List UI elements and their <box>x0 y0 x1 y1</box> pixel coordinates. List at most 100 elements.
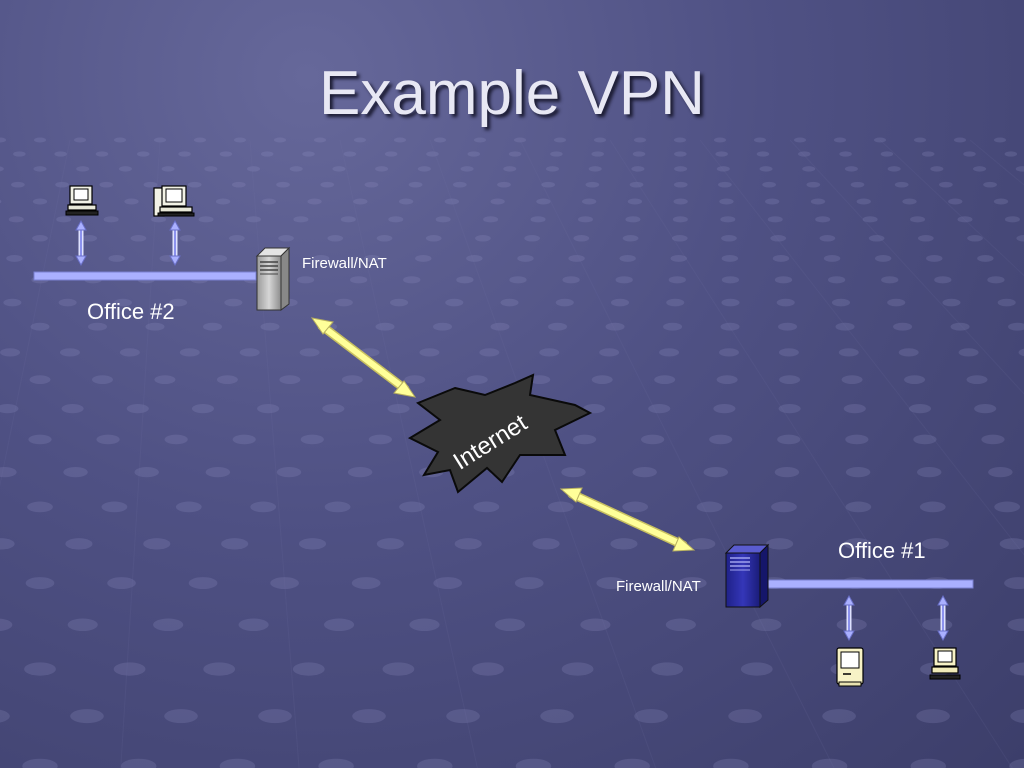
background-dot <box>0 348 21 357</box>
background-dot <box>530 216 546 223</box>
background-dot <box>674 137 686 143</box>
background-dot <box>740 662 773 676</box>
background-dot <box>562 276 580 284</box>
background-dot <box>179 348 200 357</box>
background-dot <box>55 181 69 188</box>
background-dot <box>3 298 22 307</box>
background-dot <box>823 254 841 262</box>
background-dot <box>169 298 188 307</box>
background-dot <box>777 434 801 445</box>
background-dot <box>718 348 739 357</box>
background-dot <box>778 322 798 331</box>
background-dot <box>524 235 540 242</box>
background-dot <box>298 538 327 550</box>
background-dot <box>716 375 738 385</box>
background-dot <box>210 254 228 262</box>
background-dot <box>1008 322 1024 331</box>
background-dot <box>194 137 206 143</box>
background-dot <box>497 181 511 188</box>
background-dot <box>674 166 688 172</box>
background-dot <box>615 276 633 284</box>
background-dot <box>819 235 836 242</box>
background-dot <box>178 151 191 157</box>
background-dot <box>868 235 885 242</box>
background-dot <box>798 151 811 157</box>
background-dot <box>0 467 17 478</box>
firewall-top-server-icon <box>255 246 291 311</box>
background-dot <box>770 235 787 242</box>
background-dot <box>32 235 48 242</box>
background-dot <box>204 166 218 172</box>
slide-title: Example VPN <box>319 59 705 128</box>
background-dot <box>716 166 730 172</box>
office2-label: Office #2 <box>87 299 175 324</box>
background-dot <box>508 151 522 157</box>
background-dot <box>467 151 481 157</box>
background-dot <box>810 198 826 205</box>
background-dot <box>276 181 290 188</box>
background-dot <box>25 577 55 590</box>
background-dot <box>0 199 2 204</box>
desktop-computer-icon <box>929 647 961 680</box>
background-dot <box>34 137 46 143</box>
background-dot <box>894 181 909 188</box>
background-dot <box>388 216 404 223</box>
background-dot <box>881 276 899 284</box>
office1-label: Office #1 <box>838 538 926 563</box>
background-dot <box>766 538 794 550</box>
background-dot <box>408 181 423 188</box>
background-dot <box>179 235 196 242</box>
background-dot <box>759 166 773 172</box>
background-dot <box>948 198 963 205</box>
background-dot <box>1010 709 1024 723</box>
background-dot <box>806 181 821 188</box>
background-dot <box>967 235 983 242</box>
background-dot <box>728 709 762 724</box>
background-dot <box>347 467 373 478</box>
background-dot <box>954 137 966 143</box>
background-dot <box>934 276 952 284</box>
background-dot <box>433 322 453 331</box>
background-dot <box>91 375 113 385</box>
background-dot <box>8 216 24 223</box>
background-dot <box>390 298 409 307</box>
background-dot <box>0 618 13 631</box>
background-dot <box>672 216 688 223</box>
background-dot <box>153 618 184 632</box>
background-dot <box>831 298 851 307</box>
background-dot <box>191 404 214 414</box>
background-dot <box>101 501 128 513</box>
background-dot <box>175 501 202 513</box>
background-dot <box>56 216 72 223</box>
background-dot <box>844 166 858 172</box>
background-dot <box>76 166 90 172</box>
background-dot <box>839 151 852 157</box>
background-dot <box>95 151 109 157</box>
background-dot <box>677 577 707 590</box>
background-dot <box>279 375 301 385</box>
background-dot <box>375 166 389 172</box>
background-dot <box>417 166 431 172</box>
background-dot <box>515 758 552 768</box>
background-dot <box>673 181 688 188</box>
background-dot <box>323 618 355 632</box>
background-dot <box>332 166 346 172</box>
background-dot <box>977 254 994 262</box>
background-dot <box>473 501 500 513</box>
firewall-top-label: Firewall/NAT <box>302 255 387 272</box>
background-dot <box>399 501 425 513</box>
background-dot <box>715 151 728 157</box>
background-dot <box>433 577 462 590</box>
background-dot <box>219 758 256 768</box>
background-dot <box>719 198 734 205</box>
background-dot <box>555 298 574 307</box>
background-dot <box>409 618 440 632</box>
background-dot <box>124 198 139 205</box>
background-dot <box>312 254 330 262</box>
background-dot <box>514 577 544 590</box>
background-dot <box>28 434 52 445</box>
background-dot <box>456 276 474 284</box>
background-dot <box>63 467 88 478</box>
background-dot <box>475 235 491 242</box>
